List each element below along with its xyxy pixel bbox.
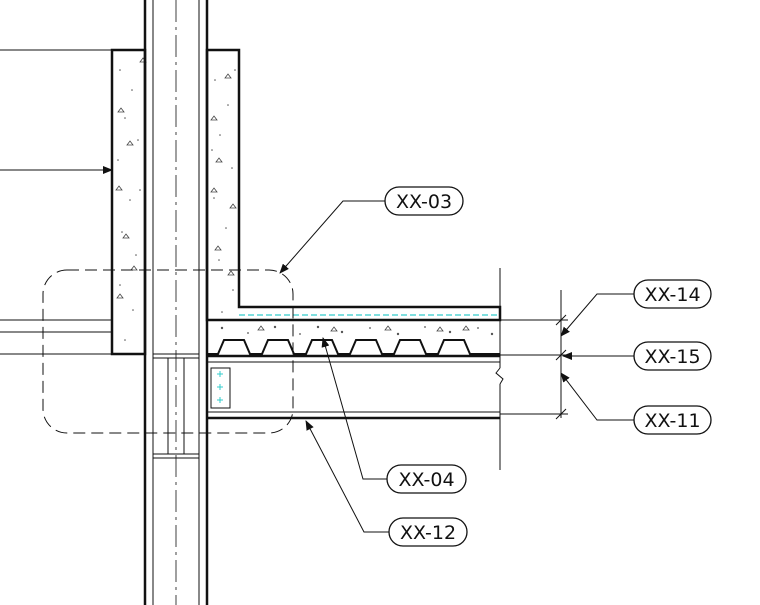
column-splice-plate-top <box>152 353 200 359</box>
metal-deck-profile <box>207 339 500 355</box>
callout-label: XX-04 <box>398 469 454 491</box>
slab-aggregate <box>220 325 494 336</box>
steel-beam <box>207 268 504 470</box>
shear-tab-plate <box>210 367 231 409</box>
composite-slab <box>207 314 500 355</box>
dimension-line <box>555 290 567 420</box>
callout-label: XX-15 <box>644 346 700 368</box>
callout-label: XX-14 <box>644 284 700 306</box>
callout-tag-xx-11: XX-11 <box>633 405 712 435</box>
bolt-marks <box>217 371 223 403</box>
callout-tag-xx-03: XX-03 <box>384 186 464 216</box>
callout-label: XX-03 <box>396 191 452 213</box>
steel-column <box>143 0 209 605</box>
concrete-aggregate-dots <box>117 69 236 341</box>
callout-tag-xx-04: XX-04 <box>386 464 467 494</box>
callout-tag-xx-12: XX-12 <box>388 517 468 547</box>
callout-label: XX-11 <box>644 410 700 432</box>
break-line-symbol <box>495 367 504 385</box>
extension-lines <box>0 49 568 415</box>
detail-callout-boundary <box>42 269 294 434</box>
callout-tag-xx-14: XX-14 <box>633 279 712 309</box>
column-splice-plate-bottom <box>152 453 200 459</box>
callout-label: XX-12 <box>400 522 456 544</box>
slab-aggregate-triangles <box>257 325 470 332</box>
callout-tag-xx-15: XX-15 <box>633 341 712 371</box>
concrete-aggregate-triangles <box>115 57 237 299</box>
callout-leaders <box>279 200 634 533</box>
